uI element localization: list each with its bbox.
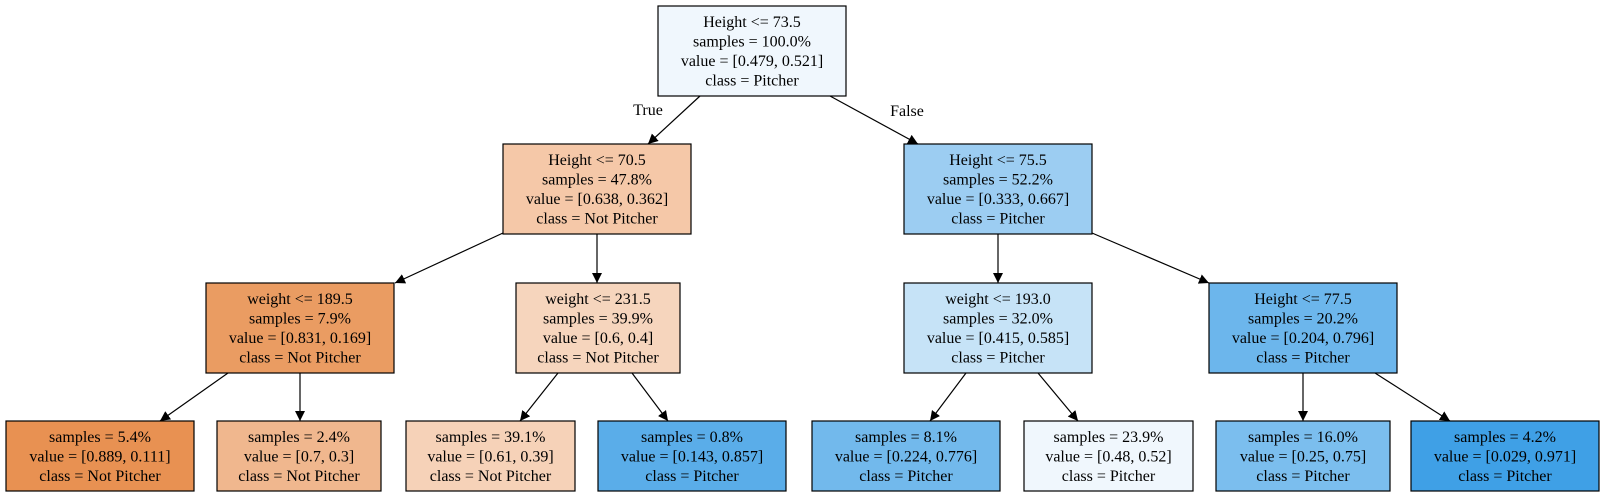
node-box — [205, 282, 395, 374]
node-text-line: Height <= 77.5 — [1254, 291, 1352, 308]
node-text-line: class = Pitcher — [1256, 468, 1350, 485]
edge-root-L — [647, 95, 701, 145]
edge-L-LL — [394, 232, 504, 284]
node-text-line: samples = 0.8% — [641, 429, 743, 446]
node-box — [502, 143, 692, 235]
node-text-line: weight <= 193.0 — [945, 291, 1051, 308]
node-text-line: Height <= 75.5 — [949, 152, 1047, 169]
tree-node-llr: samples = 2.4% value = [0.7, 0.3] class = … — [216, 420, 382, 492]
node-text-line: value = [0.333, 0.667] — [927, 191, 1069, 208]
node-text-line: weight <= 189.5 — [247, 291, 353, 308]
node-box — [216, 420, 382, 492]
node-text-line: Height <= 70.5 — [548, 152, 646, 169]
node-box — [1023, 420, 1194, 492]
node-box — [1215, 420, 1391, 492]
node-text-line: samples = 47.8% — [542, 172, 652, 189]
node-text-line: class = Not Pitcher — [430, 468, 552, 485]
node-text-line: class = Pitcher — [645, 468, 739, 485]
nodes-layer: Height <= 73.5 samples = 100.0% value = [0… — [5, 5, 1600, 492]
node-text-line: samples = 100.0% — [693, 34, 811, 51]
node-text-line: class = Pitcher — [1062, 468, 1156, 485]
node-text-line: class = Pitcher — [859, 468, 953, 485]
node-box — [657, 5, 847, 97]
node-text-line: value = [0.143, 0.857] — [621, 448, 763, 465]
node-text-line: class = Not Pitcher — [239, 350, 361, 367]
edge-root-R — [829, 95, 919, 145]
tree-node-rl: weight <= 193.0 samples = 32.0% value = [0… — [903, 282, 1093, 374]
edge-RL-RLL — [929, 372, 967, 422]
node-text-line: samples = 2.4% — [248, 429, 350, 446]
tree-node-rll: samples = 8.1% value = [0.224, 0.776] clas… — [811, 420, 1001, 492]
edge-LR-LRR — [631, 372, 669, 422]
node-text-line: samples = 5.4% — [49, 429, 151, 446]
tree-node-r: Height <= 75.5 samples = 52.2% value = [0.… — [903, 143, 1093, 235]
node-text-line: value = [0.48, 0.52] — [1045, 448, 1171, 465]
node-text-line: samples = 16.0% — [1248, 429, 1358, 446]
edge-R-RR — [1091, 232, 1210, 284]
node-box — [5, 420, 195, 492]
node-text-line: class = Pitcher — [951, 211, 1045, 228]
node-text-line: Height <= 73.5 — [703, 14, 801, 31]
edge-label-true: True — [633, 102, 663, 119]
node-text-line: class = Not Pitcher — [238, 468, 360, 485]
tree-node-rrl: samples = 16.0% value = [0.25, 0.75] class… — [1215, 420, 1391, 492]
node-box — [1208, 282, 1398, 374]
edge-RR-RRR — [1374, 372, 1451, 422]
edges-layer: True False — [159, 95, 1451, 422]
node-text-line: value = [0.415, 0.585] — [927, 330, 1069, 347]
node-text-line: class = Pitcher — [705, 73, 799, 90]
node-box — [903, 282, 1093, 374]
tree-node-lrl: samples = 39.1% value = [0.61, 0.39] class… — [405, 420, 576, 492]
node-text-line: samples = 4.2% — [1454, 429, 1556, 446]
node-text-line: samples = 20.2% — [1248, 311, 1358, 328]
node-text-line: value = [0.638, 0.362] — [526, 191, 668, 208]
tree-node-root: Height <= 73.5 samples = 100.0% value = [0… — [657, 5, 847, 97]
node-box — [405, 420, 576, 492]
node-text-line: value = [0.6, 0.4] — [543, 330, 653, 347]
node-text-line: value = [0.204, 0.796] — [1232, 330, 1374, 347]
tree-node-lll: samples = 5.4% value = [0.889, 0.111] clas… — [5, 420, 195, 492]
node-text-line: class = Not Pitcher — [39, 468, 161, 485]
node-box — [811, 420, 1001, 492]
node-text-line: class = Pitcher — [1256, 350, 1350, 367]
node-text-line: samples = 39.1% — [436, 429, 546, 446]
tree-node-ll: weight <= 189.5 samples = 7.9% value = [0.… — [205, 282, 395, 374]
node-text-line: samples = 23.9% — [1054, 429, 1164, 446]
node-text-line: value = [0.25, 0.75] — [1240, 448, 1366, 465]
tree-node-l: Height <= 70.5 samples = 47.8% value = [0.… — [502, 143, 692, 235]
node-text-line: value = [0.029, 0.971] — [1434, 448, 1576, 465]
node-text-line: value = [0.61, 0.39] — [427, 448, 553, 465]
node-text-line: weight <= 231.5 — [545, 291, 651, 308]
node-text-line: samples = 52.2% — [943, 172, 1053, 189]
node-text-line: samples = 8.1% — [855, 429, 957, 446]
node-text-line: value = [0.479, 0.521] — [681, 53, 823, 70]
edge-LL-LLL — [159, 372, 229, 422]
node-box — [1410, 420, 1600, 492]
tree-node-rlr: samples = 23.9% value = [0.48, 0.52] class… — [1023, 420, 1194, 492]
tree-node-lrr: samples = 0.8% value = [0.143, 0.857] clas… — [597, 420, 787, 492]
node-text-line: samples = 39.9% — [543, 311, 653, 328]
node-text-line: class = Pitcher — [1458, 468, 1552, 485]
node-text-line: class = Pitcher — [951, 350, 1045, 367]
node-text-line: value = [0.889, 0.111] — [29, 448, 170, 465]
node-box — [515, 282, 681, 374]
node-box — [903, 143, 1093, 235]
node-text-line: class = Not Pitcher — [536, 211, 658, 228]
tree-node-lr: weight <= 231.5 samples = 39.9% value = [0… — [515, 282, 681, 374]
node-text-line: samples = 7.9% — [249, 311, 351, 328]
node-box — [597, 420, 787, 492]
edge-RL-RLR — [1037, 372, 1079, 422]
tree-node-rr: Height <= 77.5 samples = 20.2% value = [0.… — [1208, 282, 1398, 374]
edge-label-false: False — [890, 103, 924, 120]
node-text-line: value = [0.7, 0.3] — [244, 448, 354, 465]
tree-node-rrr: samples = 4.2% value = [0.029, 0.971] clas… — [1410, 420, 1600, 492]
node-text-line: value = [0.831, 0.169] — [229, 330, 371, 347]
edge-LR-LRL — [519, 372, 559, 422]
node-text-line: value = [0.224, 0.776] — [835, 448, 977, 465]
node-text-line: samples = 32.0% — [943, 311, 1053, 328]
node-text-line: class = Not Pitcher — [537, 350, 659, 367]
